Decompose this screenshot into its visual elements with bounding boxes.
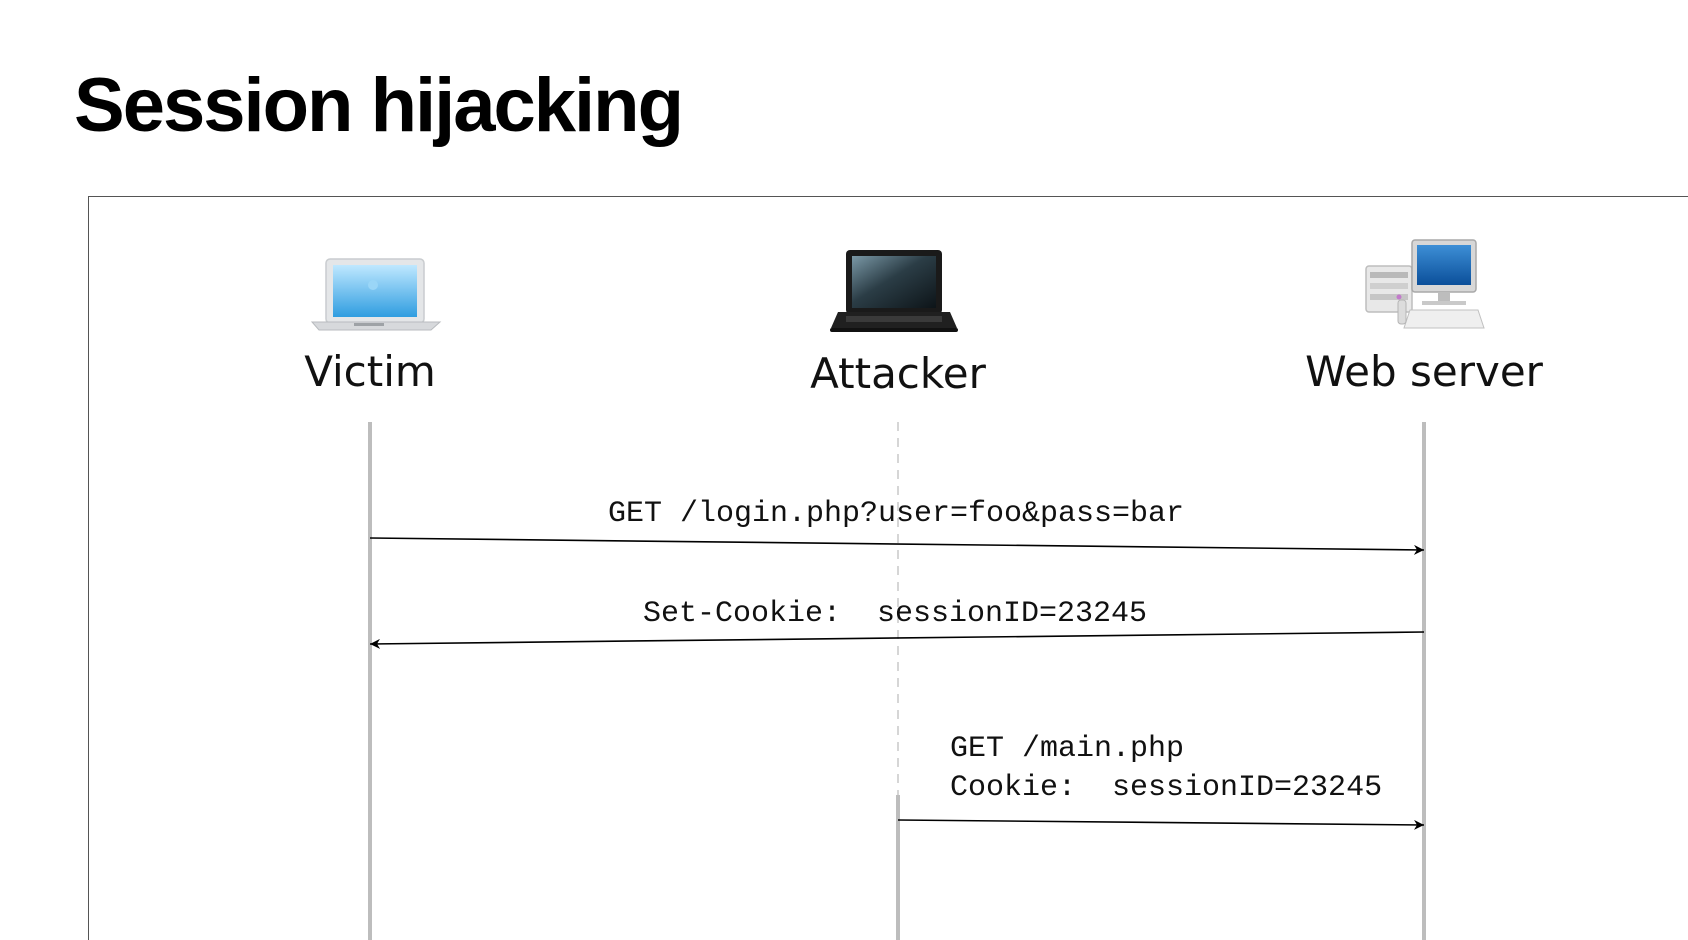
message-hijack-cookie-line: Cookie: sessionID=23245 bbox=[950, 771, 1382, 805]
attacker-laptop-icon bbox=[830, 250, 958, 332]
message-login-request-label: GET /login.php?user=foo&pass=bar bbox=[608, 497, 1184, 531]
actor-label-web-server: Web server bbox=[1305, 347, 1544, 396]
message-set-cookie-arrow bbox=[369, 631, 1425, 649]
message-set-cookie-label: Set-Cookie: sessionID=23245 bbox=[643, 597, 1147, 631]
slide-title: Session hijacking bbox=[74, 63, 684, 148]
diagram-frame bbox=[88, 196, 1688, 940]
message-hijack-request-line: GET /main.php bbox=[950, 732, 1184, 766]
message-hijack-request-arrow bbox=[897, 819, 1425, 830]
web-server-computer-icon bbox=[1365, 239, 1485, 329]
message-login-request-arrow bbox=[369, 537, 1425, 555]
actor-label-attacker: Attacker bbox=[810, 349, 986, 398]
victim-laptop-icon bbox=[310, 258, 442, 331]
actor-label-victim: Victim bbox=[304, 347, 436, 396]
